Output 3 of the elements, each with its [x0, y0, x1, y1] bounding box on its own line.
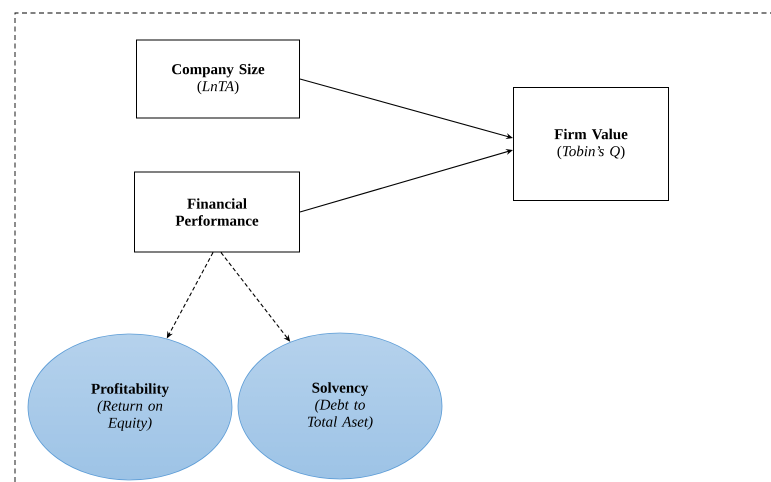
process-box: Financial Performance	[134, 172, 300, 252]
process-box: Company Size (LnTA)	[136, 40, 300, 118]
process-box: Firm Value (Tobin’s Q)	[513, 87, 669, 201]
